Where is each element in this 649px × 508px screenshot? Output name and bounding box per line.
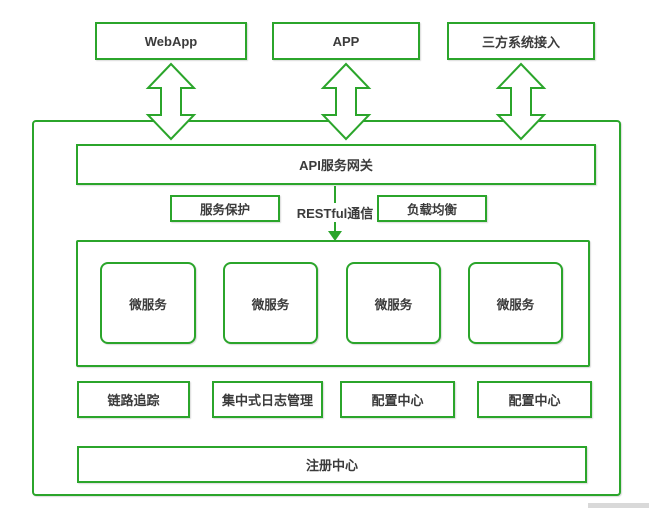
node-config-center-1: 配置中心 <box>340 381 455 418</box>
node-config-center-2: 配置中心 <box>477 381 592 418</box>
label-restful-communication: RESTful通信 <box>293 203 377 222</box>
node-link-tracing: 链路追踪 <box>77 381 190 418</box>
node-third-party-access: 三方系统接入 <box>447 22 595 60</box>
scrollbar-fragment <box>588 503 649 508</box>
node-microservice-1: 微服务 <box>100 262 196 344</box>
node-microservice-3: 微服务 <box>346 262 441 344</box>
node-api-gateway: API服务网关 <box>76 144 596 185</box>
node-webapp: WebApp <box>95 22 247 60</box>
node-load-balancing: 负载均衡 <box>377 195 487 222</box>
node-registry-center: 注册中心 <box>77 446 587 483</box>
node-app: APP <box>272 22 420 60</box>
node-microservice-4: 微服务 <box>468 262 563 344</box>
node-service-protection: 服务保护 <box>170 195 280 222</box>
node-centralized-logging: 集中式日志管理 <box>212 381 323 418</box>
node-microservice-2: 微服务 <box>223 262 318 344</box>
